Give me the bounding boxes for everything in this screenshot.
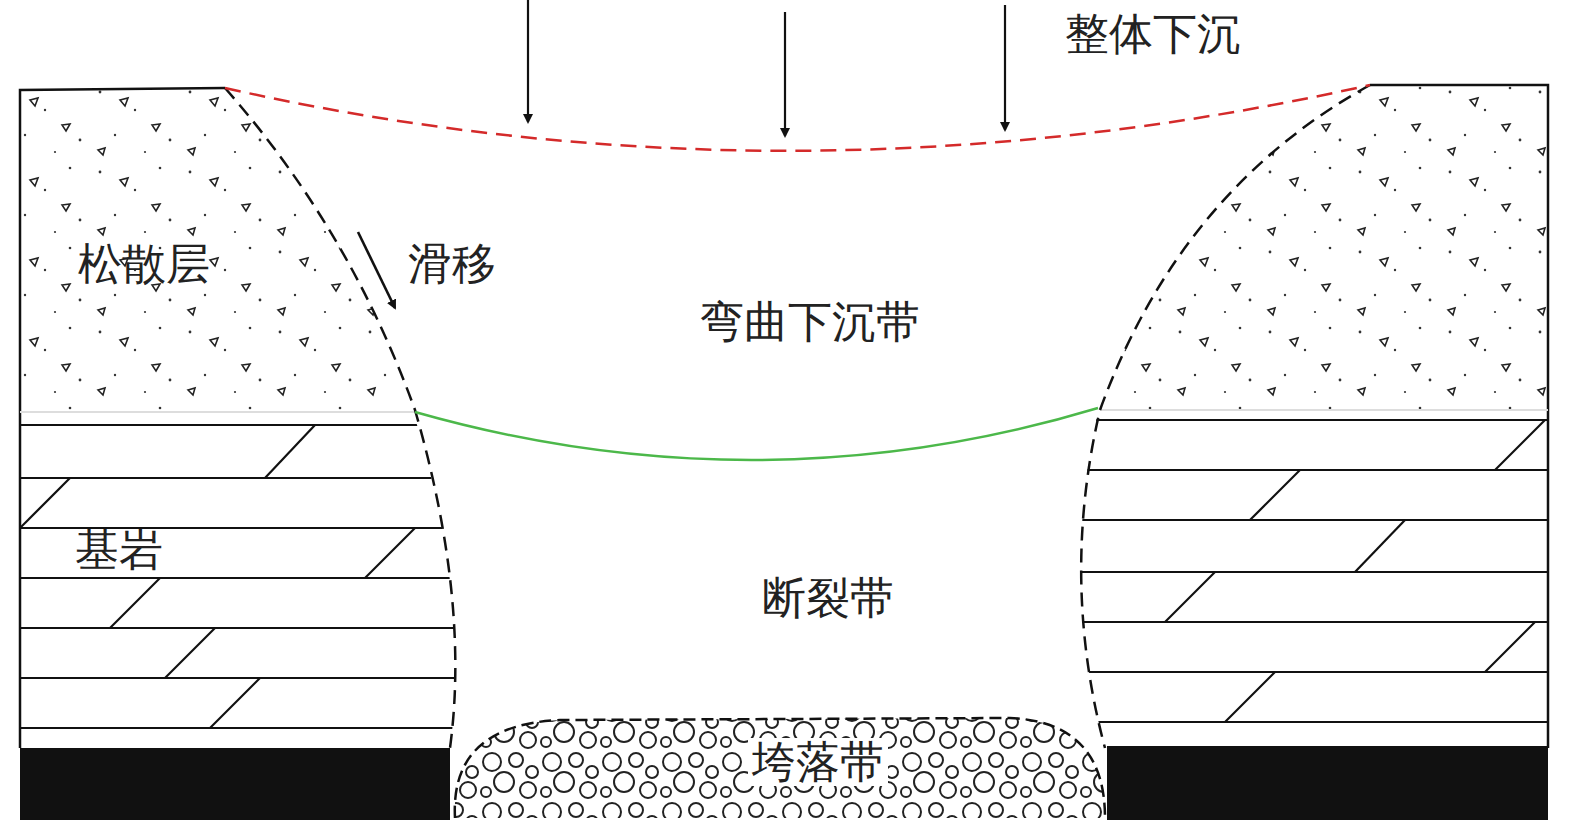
rock-joint-line — [110, 578, 160, 628]
rock-joint-line — [1495, 420, 1545, 470]
rock-layer-line — [1060, 519, 1548, 521]
rock-joint-line — [265, 425, 315, 478]
zone-label: 垮落带 — [748, 738, 888, 786]
rock-joint-line — [1485, 622, 1535, 672]
rock-layer-line — [20, 727, 480, 729]
layer-label: 松散层 — [78, 240, 210, 288]
rock-joint-line — [210, 678, 260, 728]
rock-layer-line — [1060, 571, 1548, 573]
layer-label: 基岩 — [75, 526, 163, 574]
rock-joint-line — [165, 628, 215, 678]
rock-layer-line — [20, 424, 480, 426]
rock-layer-line — [1060, 721, 1548, 723]
annotation-label: 整体下沉 — [1065, 10, 1241, 58]
rock-layer-line — [20, 627, 480, 629]
rock-layer-line — [1060, 671, 1548, 673]
zone-label: 弯曲下沉带 — [700, 298, 920, 346]
rock-layer-line — [1060, 469, 1548, 471]
rock-joint-line — [1250, 470, 1300, 520]
rock-joint-line — [1225, 672, 1275, 722]
rock-joint-line — [365, 528, 415, 578]
rock-layer-line — [20, 577, 480, 579]
annotation-label: 滑移 — [408, 240, 496, 288]
rock-joint-line — [20, 478, 70, 528]
rock-joint-line — [1355, 520, 1405, 572]
rock-joint-line — [1165, 572, 1215, 622]
rock-layer-line — [20, 477, 480, 479]
rock-layer-line — [1060, 621, 1548, 623]
rock-layer-line — [1060, 419, 1548, 421]
zone-label: 断裂带 — [762, 574, 894, 622]
rock-layer-line — [20, 677, 480, 679]
